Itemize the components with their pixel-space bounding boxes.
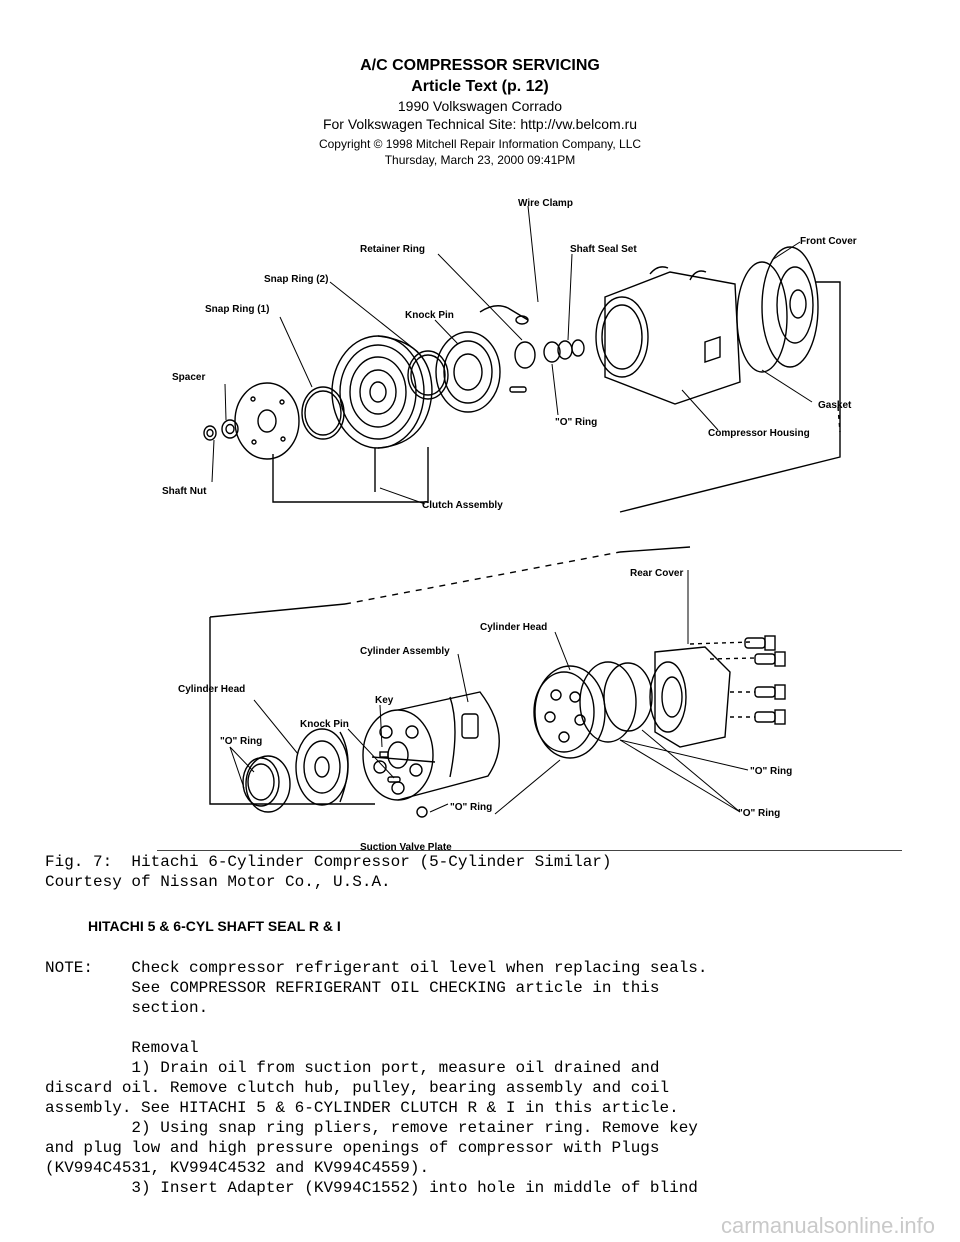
label-spacer: Spacer <box>172 372 205 383</box>
label-shaft-seal-set: Shaft Seal Set <box>570 244 637 255</box>
label-knock-pin-top: Knock Pin <box>405 310 454 321</box>
shaft-nut-part <box>203 419 239 441</box>
label-wire-clamp: Wire Clamp <box>518 198 573 209</box>
label-suction-valve-plate: Suction Valve Plate <box>360 842 452 852</box>
copyright-line: Copyright © 1998 Mitchell Repair Informa… <box>318 137 642 151</box>
figure-credit: Courtesy of Nissan Motor Co., U.S.A. <box>45 873 391 891</box>
label-o-ring-center: "O" Ring <box>450 802 492 813</box>
label-cylinder-head-top: Cylinder Head <box>480 622 547 633</box>
body-line: Removal <box>45 1039 199 1057</box>
watermark: carmanualsonline.info <box>720 1213 935 1238</box>
body-line: 1) Drain oil from suction port, measure … <box>45 1059 660 1077</box>
snap-ring-1-part <box>301 386 345 440</box>
shaft-seal-part <box>543 339 585 363</box>
vehicle-model: 1990 Volkswagen Corrado <box>397 98 563 114</box>
label-o-ring-right-2: "O" Ring <box>738 808 780 819</box>
body-line: 3) Insert Adapter (KV994C1552) into hole… <box>45 1179 698 1197</box>
label-snap-ring-2: Snap Ring (2) <box>264 274 328 285</box>
label-rear-cover: Rear Cover <box>630 568 683 579</box>
body-line: (KV994C4531, KV994C4532 and KV994C4559). <box>45 1159 430 1177</box>
exploded-compressor-diagram: Wire Clamp Retainer Ring Shaft Seal Set … <box>162 198 857 852</box>
label-snap-ring-1: Snap Ring (1) <box>205 304 269 315</box>
pulley-part <box>331 335 433 449</box>
clutch-hub-part <box>234 382 300 460</box>
label-knock-pin-bottom: Knock Pin <box>300 719 349 730</box>
leader-lines <box>211 205 813 815</box>
label-o-ring-left: "O" Ring <box>220 736 262 747</box>
body-line: assembly. See HITACHI 5 & 6-CYLINDER CLU… <box>45 1099 679 1117</box>
section-heading: HITACHI 5 & 6-CYL SHAFT SEAL R & I <box>88 918 341 934</box>
print-date: Thursday, March 23, 2000 09:41PM <box>384 153 576 167</box>
body-line: 2) Using snap ring pliers, remove retain… <box>45 1119 698 1137</box>
label-front-cover: Front Cover <box>800 236 857 247</box>
label-retainer-ring: Retainer Ring <box>360 244 425 255</box>
source-site: For Volkswagen Technical Site: http://vw… <box>322 116 638 132</box>
label-key: Key <box>375 695 394 706</box>
cylinder-head-right-part <box>533 665 606 759</box>
field-coil-part <box>435 305 529 413</box>
figure-caption: Fig. 7: Hitachi 6-Cylinder Compressor (5… <box>45 853 612 871</box>
label-shaft-nut: Shaft Nut <box>162 486 207 497</box>
body-line: NOTE: Check compressor refrigerant oil l… <box>45 959 708 977</box>
compressor-housing-part <box>595 266 741 405</box>
front-cover-part <box>761 246 819 368</box>
cylinder-assembly-part <box>362 691 500 801</box>
cylinder-head-left-part <box>242 755 291 813</box>
label-o-ring-right-1: "O" Ring <box>750 766 792 777</box>
label-o-ring-top: "O" Ring <box>555 417 597 428</box>
label-gasket: Gasket <box>818 400 852 411</box>
body-line: See COMPRESSOR REFRIGERANT OIL CHECKING … <box>45 979 660 997</box>
label-cylinder-head-left: Cylinder Head <box>178 684 245 695</box>
body-line: discard oil. Remove clutch hub, pulley, … <box>45 1079 670 1097</box>
suction-valve-plate-part <box>295 728 349 806</box>
body-line: and plug low and high pressure openings … <box>45 1139 660 1157</box>
label-compressor-housing: Compressor Housing <box>708 428 810 439</box>
body-line: section. <box>45 999 209 1017</box>
label-clutch-assembly: Clutch Assembly <box>422 500 503 511</box>
caption-rule <box>157 850 902 851</box>
snap-ring-2-part <box>407 350 449 400</box>
document-title: A/C COMPRESSOR SERVICING <box>360 57 600 74</box>
rear-cover-part <box>649 646 731 748</box>
bolts-part <box>689 635 786 725</box>
label-cylinder-assembly: Cylinder Assembly <box>360 646 450 657</box>
document-subtitle: Article Text (p. 12) <box>411 78 549 95</box>
